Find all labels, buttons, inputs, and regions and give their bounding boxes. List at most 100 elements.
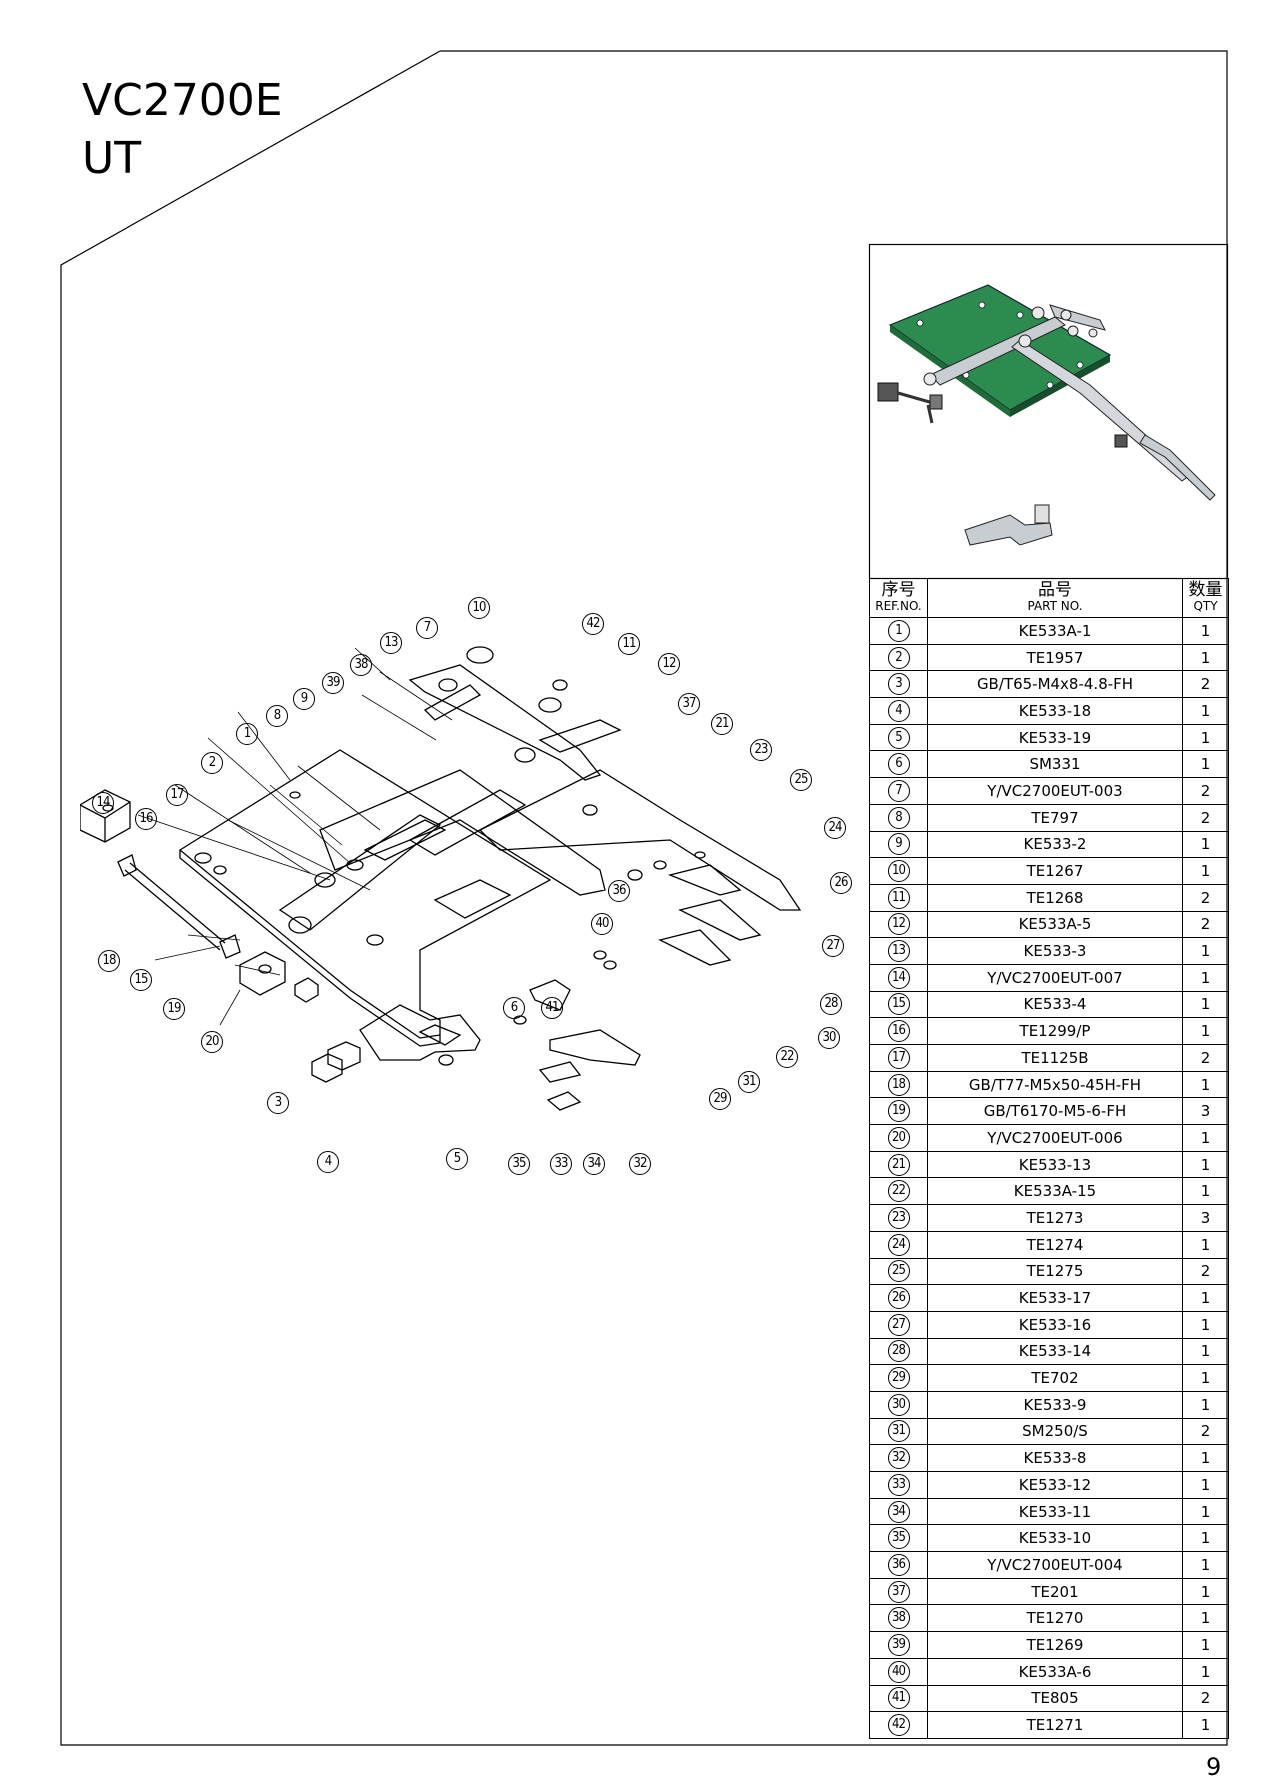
ref-number: 32 bbox=[887, 1447, 910, 1470]
callout-39: 39 bbox=[322, 672, 344, 694]
part-number-cell: KE533-13 bbox=[927, 1150, 1183, 1179]
ref-cell: 25 bbox=[869, 1257, 928, 1286]
ref-cell: 27 bbox=[869, 1310, 928, 1339]
ref-cell: 31 bbox=[869, 1417, 928, 1446]
part-number-cell: KE533A-15 bbox=[927, 1177, 1183, 1206]
ref-cell: 36 bbox=[869, 1551, 928, 1579]
callout-28: 28 bbox=[820, 993, 842, 1015]
callout-6: 6 bbox=[503, 997, 525, 1019]
ref-cell: 39 bbox=[869, 1631, 928, 1659]
callout-27: 27 bbox=[822, 935, 844, 957]
ref-cell: 10 bbox=[869, 857, 928, 885]
part-number-cell: TE1269 bbox=[927, 1631, 1183, 1659]
part-number-cell: KE533A-1 bbox=[927, 617, 1183, 645]
part-number-cell: TE1270 bbox=[927, 1604, 1183, 1633]
ref-number: 42 bbox=[887, 1714, 910, 1737]
callout-17: 17 bbox=[166, 784, 188, 806]
callout-31: 31 bbox=[738, 1071, 760, 1093]
ref-cell: 21 bbox=[869, 1150, 928, 1179]
ref-number: 31 bbox=[887, 1420, 910, 1443]
ref-number: 16 bbox=[887, 1020, 910, 1043]
part-number-cell: KE533-18 bbox=[927, 697, 1183, 725]
ref-cell: 41 bbox=[869, 1684, 928, 1713]
qty-cell: 1 bbox=[1182, 1150, 1229, 1179]
qty-cell: 2 bbox=[1182, 1417, 1229, 1446]
part-number-cell: KE533-3 bbox=[927, 937, 1183, 965]
part-number-cell: KE533-14 bbox=[927, 1337, 1183, 1366]
ref-number: 9 bbox=[887, 833, 910, 856]
ref-number: 7 bbox=[887, 779, 910, 802]
ref-number: 5 bbox=[887, 726, 910, 749]
qty-cell: 1 bbox=[1182, 1337, 1229, 1366]
ref-cell: 42 bbox=[869, 1711, 928, 1739]
qty-cell: 1 bbox=[1182, 1390, 1229, 1419]
qty-cell: 1 bbox=[1182, 857, 1229, 885]
part-number-cell: TE1273 bbox=[927, 1204, 1183, 1232]
part-number-cell: Y/VC2700EUT-004 bbox=[927, 1551, 1183, 1579]
part-no-header-zh: 品号 bbox=[1038, 580, 1072, 600]
callout-35: 35 bbox=[508, 1153, 530, 1175]
table-header: 序号 REF.NO. 品号 PART NO. 数量 QTY bbox=[869, 578, 1229, 618]
qty-cell: 2 bbox=[1182, 670, 1229, 699]
qty-cell: 1 bbox=[1182, 1497, 1229, 1526]
part-number-cell: SM331 bbox=[927, 750, 1183, 779]
callout-7: 7 bbox=[416, 617, 438, 639]
model-name: VC2700E bbox=[82, 75, 283, 126]
qty-header-en: QTY bbox=[1193, 599, 1218, 613]
ref-number: 24 bbox=[887, 1233, 910, 1256]
qty-cell: 1 bbox=[1182, 1471, 1229, 1499]
qty-cell: 1 bbox=[1182, 1070, 1229, 1099]
ref-number: 40 bbox=[887, 1660, 910, 1683]
ref-number: 15 bbox=[887, 993, 910, 1016]
callout-20: 20 bbox=[201, 1031, 223, 1053]
ref-cell: 22 bbox=[869, 1177, 928, 1206]
part-number-cell: TE1267 bbox=[927, 857, 1183, 885]
callout-40: 40 bbox=[591, 913, 613, 935]
part-number-cell: KE533A-6 bbox=[927, 1657, 1183, 1686]
part-number-cell: GB/T65-M4x8-4.8-FH bbox=[927, 670, 1183, 699]
ref-cell: 24 bbox=[869, 1230, 928, 1259]
callout-33: 33 bbox=[550, 1153, 572, 1175]
callout-25: 25 bbox=[790, 769, 812, 791]
part-number-cell: KE533-19 bbox=[927, 723, 1183, 752]
ref-cell: 34 bbox=[869, 1497, 928, 1526]
ref-cell: 11 bbox=[869, 883, 928, 912]
qty-cell: 3 bbox=[1182, 1204, 1229, 1232]
ref-cell: 4 bbox=[869, 697, 928, 725]
part-number-cell: KE533-10 bbox=[927, 1524, 1183, 1553]
ref-number: 20 bbox=[887, 1126, 910, 1149]
ref-number: 2 bbox=[887, 646, 910, 669]
ref-cell: 28 bbox=[869, 1337, 928, 1366]
callout-13: 13 bbox=[380, 632, 402, 654]
callout-12: 12 bbox=[658, 653, 680, 675]
ref-cell: 2 bbox=[869, 643, 928, 672]
qty-cell: 2 bbox=[1182, 1044, 1229, 1072]
part-number-cell: TE1275 bbox=[927, 1257, 1183, 1286]
ref-number: 34 bbox=[887, 1500, 910, 1523]
ref-no-header-zh: 序号 bbox=[881, 580, 916, 600]
ref-number: 26 bbox=[887, 1287, 910, 1310]
part-number-cell: Y/VC2700EUT-007 bbox=[927, 963, 1183, 992]
part-number-cell: KE533-9 bbox=[927, 1390, 1183, 1419]
qty-cell: 1 bbox=[1182, 1524, 1229, 1553]
ref-cell: 35 bbox=[869, 1524, 928, 1553]
qty-cell: 2 bbox=[1182, 803, 1229, 832]
